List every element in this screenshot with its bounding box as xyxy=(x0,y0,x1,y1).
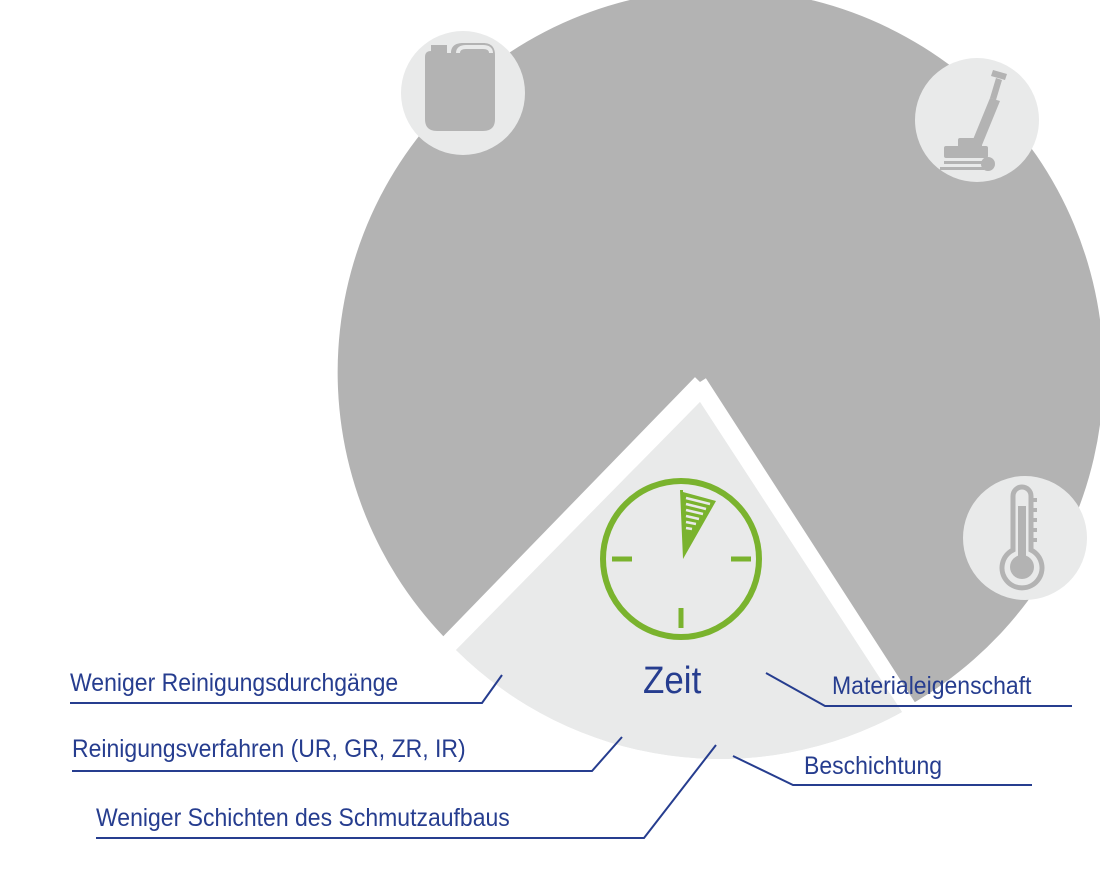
leader-line xyxy=(765,672,1072,707)
floor-machine-icon xyxy=(915,58,1039,182)
dark-sector xyxy=(337,0,1100,705)
label-beschichtung: Beschichtung xyxy=(804,752,943,780)
leader-line xyxy=(732,755,1032,786)
sector-gap xyxy=(424,377,924,724)
leader-line xyxy=(96,744,717,839)
clock-icon xyxy=(600,478,762,640)
leader-line xyxy=(72,736,623,772)
label-materialeigenschaft: Materialeigenschaft xyxy=(832,672,1032,700)
label-weniger-reinigungsdurchgaenge: Weniger Reinigungsdurchgänge xyxy=(70,669,399,697)
thermometer-icon xyxy=(963,476,1087,600)
label-reinigungsverfahren: Reinigungsverfahren (UR, GR, ZR, IR) xyxy=(72,735,466,763)
center-label-zeit: Zeit xyxy=(643,660,702,702)
canister-icon xyxy=(401,31,525,155)
leader-lines xyxy=(70,672,1072,839)
label-weniger-schichten: Weniger Schichten des Schmutzaufbaus xyxy=(96,804,510,832)
leader-line xyxy=(70,674,503,704)
